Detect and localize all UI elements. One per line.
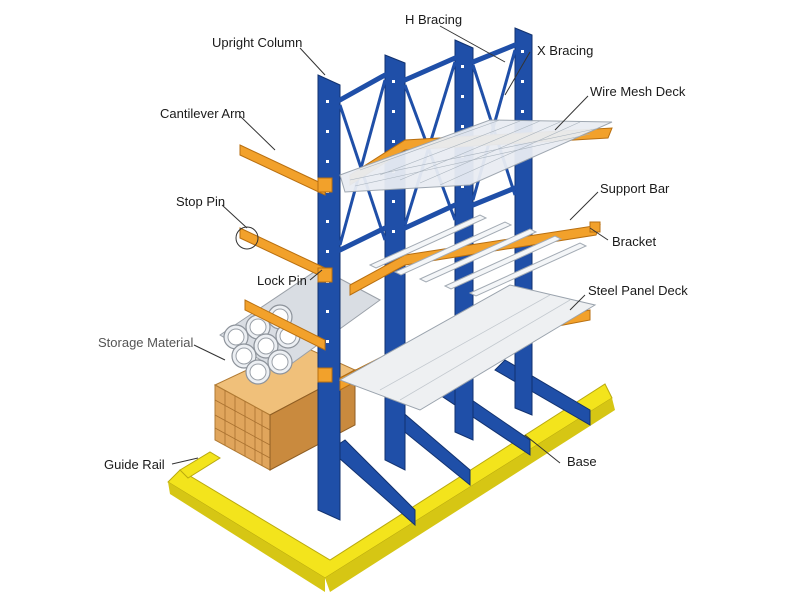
label-storage-material: Storage Material <box>98 335 194 350</box>
leader-lines <box>171 25 609 465</box>
brackets <box>317 177 601 383</box>
label-x-bracing: X Bracing <box>537 43 594 58</box>
label-base: Base <box>567 454 597 469</box>
stop-pin-callout-circle <box>235 226 259 250</box>
steel-panel-deck <box>338 284 597 411</box>
label-support-bar: Support Bar <box>600 181 670 196</box>
label-guide-rail: Guide Rail <box>104 457 165 472</box>
label-steel-panel-deck: Steel Panel Deck <box>588 283 688 298</box>
label-bracket: Bracket <box>612 234 657 249</box>
support-bars <box>368 214 588 297</box>
wire-mesh-deck <box>339 119 613 193</box>
label-stop-pin: Stop Pin <box>176 194 226 209</box>
label-h-bracing: H Bracing <box>405 12 463 27</box>
h-bracing <box>337 42 518 253</box>
label-upright-column: Upright Column <box>212 35 303 50</box>
storage-pipes <box>219 267 381 385</box>
guide-rail <box>167 383 615 592</box>
label-lock-pin: Lock Pin <box>257 273 307 288</box>
label-cantilever-arm: Cantilever Arm <box>160 106 246 121</box>
label-wire-mesh-deck: Wire Mesh Deck <box>590 84 686 99</box>
